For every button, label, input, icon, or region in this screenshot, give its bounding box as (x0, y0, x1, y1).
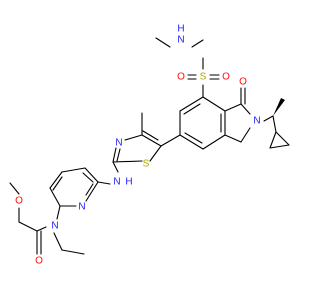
atom-n-lactam: N (253, 116, 260, 127)
atom-o-amide: O (35, 256, 43, 267)
atom-n-amide: N (51, 221, 58, 232)
atom-h-amine: H (125, 177, 132, 188)
atom-n-sulfonamide: N (177, 35, 184, 46)
atom-o-lactam: O (239, 77, 247, 88)
atom-o-sulfonyl-left: O (177, 72, 185, 83)
atom-s-thiazole: S (143, 159, 150, 170)
atom-h-sulfonamide: H (177, 24, 184, 35)
molecule-structure-diagram: N H S O O O N N S N H N N O O (9, 24, 290, 267)
atom-o-methoxy: O (15, 196, 23, 207)
atom-s-sulfonyl: S (200, 72, 207, 83)
bond-lines (9, 37, 290, 255)
atom-n-thiazole: N (115, 138, 122, 149)
atom-n-amine: N (113, 177, 120, 188)
atom-n-pyridine: N (78, 202, 85, 213)
atom-labels: N H S O O O N N S N H N N O O (15, 24, 261, 267)
atom-o-sulfonyl-right: O (222, 72, 230, 83)
